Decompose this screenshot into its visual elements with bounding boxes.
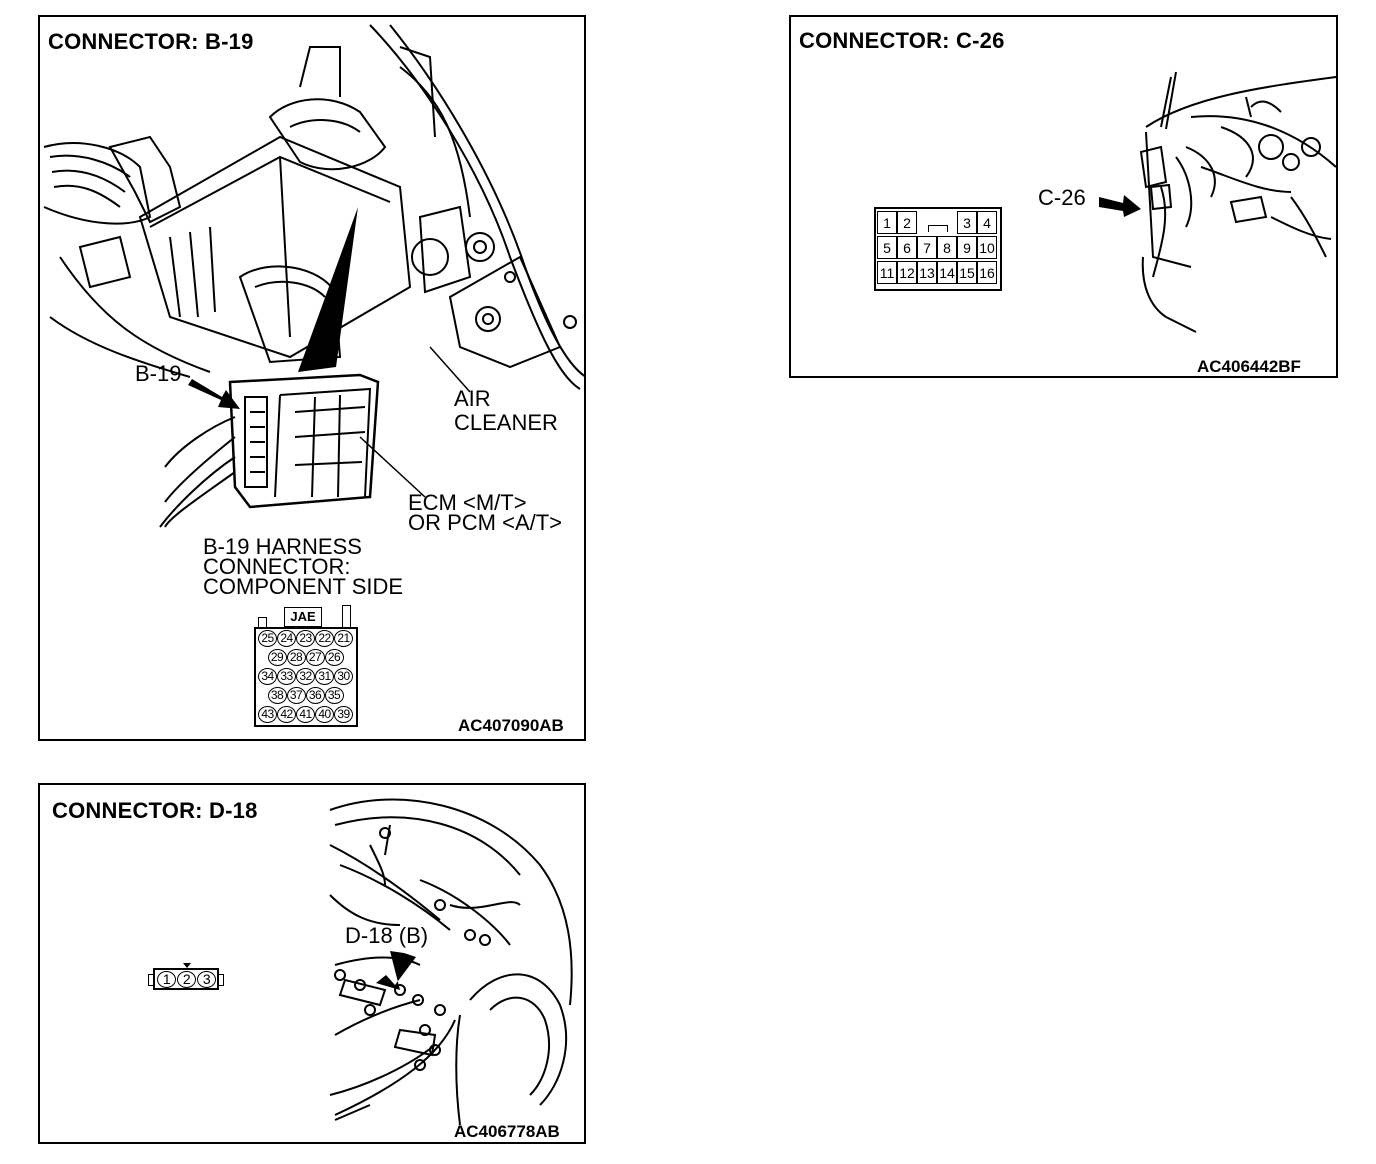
b19-pin: 22 (315, 630, 334, 647)
figure-code: AC407090AB (458, 716, 564, 735)
b19-pin: 42 (277, 706, 296, 723)
vehicle-rear-illustration (329, 798, 573, 1126)
jae-label: JAE (284, 607, 322, 627)
b19-pin: 29 (267, 649, 287, 666)
c26-pin: 14 (937, 261, 957, 284)
c26-latch (884, 283, 988, 287)
label-harness-3: COMPONENT SIDE (203, 574, 404, 599)
figure-code: AC406778AB (454, 1122, 560, 1141)
c26-pin: 6 (897, 236, 917, 259)
label-air-cleaner-2: CLEANER (454, 410, 558, 435)
label-air-cleaner-1: AIR (454, 386, 491, 411)
b19-pin: 21 (334, 630, 353, 647)
c26-pin: 12 (897, 261, 917, 284)
c26-pin: 4 (977, 211, 997, 234)
c26-pin: 8 (937, 236, 957, 259)
c26-pin: 16 (977, 261, 997, 284)
b19-pin: 32 (296, 668, 315, 685)
b19-pin: 34 (258, 668, 277, 685)
b19-pin: 33 (277, 668, 296, 685)
d18-pin: 2 (177, 971, 196, 988)
dashboard-illustration (1099, 71, 1336, 333)
c26-pin: 9 (957, 236, 977, 259)
b19-pin: 24 (277, 630, 296, 647)
b19-pin: 41 (296, 706, 315, 723)
d18-pin: 1 (157, 971, 176, 988)
figure-code: AC406442BF (1197, 357, 1301, 376)
label-harness-2: CONNECTOR: (203, 554, 351, 579)
label-ecm-1: ECM <M/T> (408, 490, 527, 515)
c26-pin: 11 (877, 261, 897, 284)
label-d18: D-18 (B) (345, 923, 429, 948)
b19-pin: 37 (286, 687, 306, 704)
c26-pin: 5 (877, 236, 897, 259)
c26-pin: 3 (957, 211, 977, 234)
b19-pin: 36 (305, 687, 325, 704)
b19-pin: 30 (334, 668, 353, 685)
label-harness-1: B-19 HARNESS (203, 534, 362, 559)
b19-pin: 38 (267, 687, 287, 704)
panel-title: CONNECTOR: D-18 (52, 798, 258, 823)
b19-pin: 39 (334, 706, 353, 723)
b19-pin: 43 (258, 706, 277, 723)
c26-pin: 13 (917, 261, 937, 284)
panel-title: CONNECTOR: C-26 (799, 28, 1005, 53)
d18-pin: 3 (197, 971, 216, 988)
c26-key-notch (928, 225, 948, 232)
c26-pin: 2 (897, 211, 917, 234)
label-c26: C-26 (1038, 185, 1086, 210)
c26-pin: 15 (957, 261, 977, 284)
b19-pin: 28 (286, 649, 306, 666)
b19-pin: 35 (324, 687, 344, 704)
b19-pin: 31 (315, 668, 334, 685)
c26-pin: 7 (917, 236, 937, 259)
b19-pin: 23 (296, 630, 315, 647)
b19-pin: 40 (315, 706, 334, 723)
panel-b19: CONNECTOR: B-19 B-19 AIR CLEANER ECM <M/… (38, 15, 586, 741)
b19-pin: 26 (324, 649, 344, 666)
c26-pin: 1 (877, 211, 897, 234)
b19-pin: 27 (305, 649, 325, 666)
label-ecm-2: OR PCM <A/T> (408, 510, 563, 535)
c26-pin: 10 (977, 236, 997, 259)
engine-bay-illustration (43, 24, 584, 528)
panel-title: CONNECTOR: B-19 (48, 29, 258, 55)
b19-pin: 25 (258, 630, 277, 647)
label-b19: B-19 (135, 361, 182, 386)
